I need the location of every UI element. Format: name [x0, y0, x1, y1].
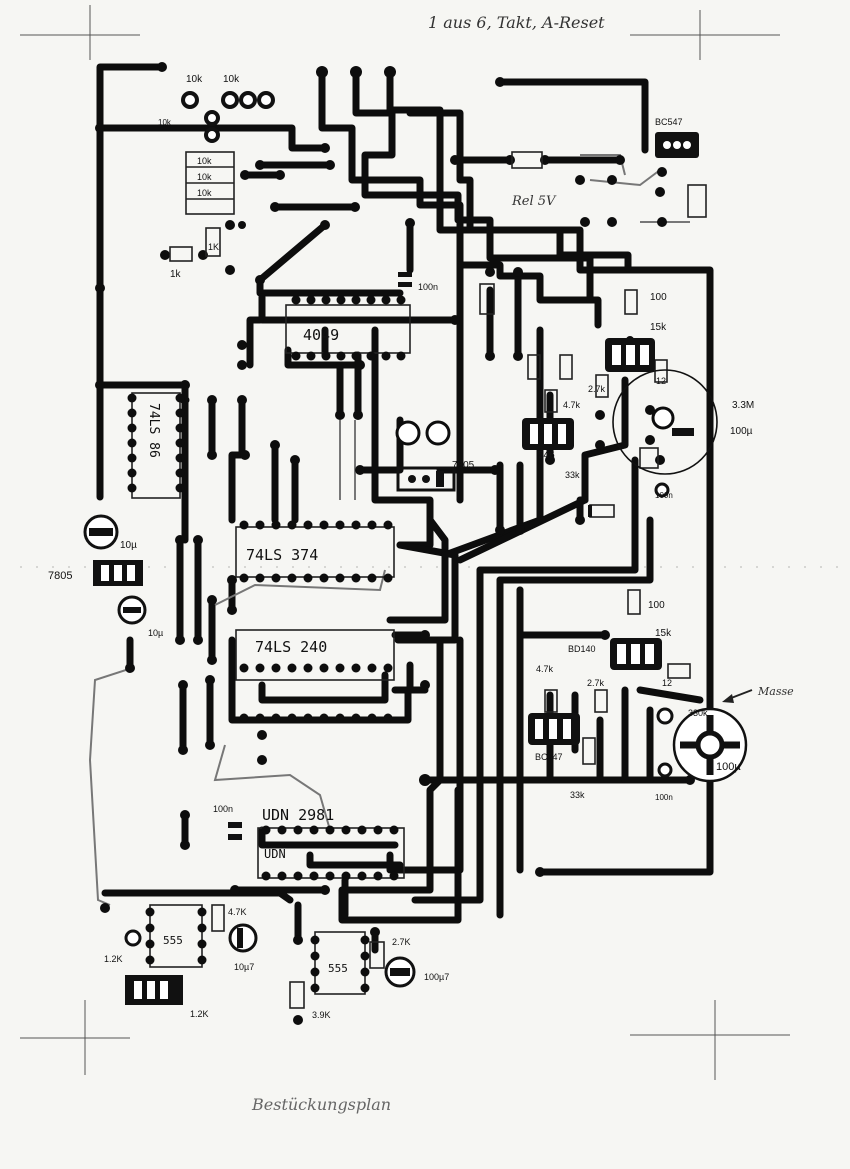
label-r-1-2k-b: 1.2K — [190, 1009, 209, 1019]
label-r-10k-b: 10k — [223, 74, 240, 85]
label-t-546: 546 — [538, 450, 555, 461]
label-elko-3-3m: 3.3M — [732, 400, 754, 411]
ic-74ls240-pins — [239, 663, 393, 723]
label-r-2-7k-a: 2.7k — [588, 384, 606, 394]
ic-4049-pins — [291, 295, 406, 361]
ic-74ls240-label: 74LS 240 — [255, 638, 327, 656]
label-r-10k-e: 10k — [197, 172, 212, 182]
label-elko-100u-a: 100µ — [730, 426, 753, 437]
label-r-2-7k-b: 2.7k — [587, 678, 605, 688]
pencil-wires — [88, 154, 690, 906]
ic-74ls374-body — [235, 526, 395, 578]
ic-74ls86-pins — [127, 393, 185, 493]
label-r-10k-a: 10k — [186, 74, 203, 85]
bc547-top-block — [655, 132, 699, 158]
label-r-10k-c: 10k — [158, 118, 172, 127]
label-r-47k-a: 4.7k — [563, 400, 581, 410]
ic-555-left-body — [149, 904, 203, 968]
ic-udn2981-pins — [261, 825, 399, 881]
label-r-47k-c: 4.7K — [228, 907, 247, 917]
label-bc547-bot: BC547 — [535, 752, 563, 762]
component-labels: 10k 10k 10k 10k 10k 10k 1k 1K 100n Rel 5… — [48, 74, 794, 1020]
label-elko-10u-b: 10µ — [148, 628, 163, 638]
label-cap-100n-b: 100n — [655, 491, 673, 500]
label-r-10k-f: 10k — [197, 188, 212, 198]
label-r-12-a: 12 — [656, 376, 666, 386]
reg-7805-mid-block — [396, 466, 456, 492]
ic-555-right-pins — [310, 935, 370, 993]
label-elko-10u-c: 10µ7 — [234, 962, 254, 972]
label-cap-100n-top: 100n — [418, 282, 438, 292]
ic-4049-label: 4049 — [303, 326, 339, 344]
label-bd140: BD140 — [568, 644, 596, 654]
label-bc547-top: BC547 — [655, 117, 683, 127]
label-r-2-7k-c: 2.7K — [392, 937, 411, 947]
footer-note: Bestückungsplan — [251, 1095, 391, 1114]
component-pads — [95, 62, 695, 1025]
ic-555-right-body — [314, 931, 366, 995]
label-r-100-b: 100 — [648, 600, 665, 611]
header-note: 1 aus 6, Takt, A-Reset — [428, 13, 605, 32]
ic-pin-pads — [127, 295, 406, 993]
label-reg-7805-left: 7805 — [48, 570, 72, 582]
label-masse: Masse — [757, 685, 794, 698]
crop-marks — [20, 5, 840, 1080]
label-r-15k-b: 15k — [655, 628, 672, 639]
label-r-12-b: 12 — [662, 678, 672, 688]
reg-7805-left-block — [93, 560, 143, 586]
label-elko-10u-a: 10µ — [120, 540, 137, 551]
bottom-left-block — [125, 975, 183, 1005]
capacitors — [83, 91, 748, 988]
resistor-bodies — [169, 151, 707, 1009]
label-r-3-9k: 3.9K — [312, 1010, 331, 1020]
label-r-33k-a: 33k — [565, 470, 580, 480]
label-r-100-a: 100 — [650, 292, 667, 303]
bc547-bottom-block — [528, 713, 580, 745]
label-rel-5v: Rel 5V — [511, 194, 557, 209]
masse-arrow-icon — [722, 689, 753, 703]
label-reg-7805-mid: 7805 — [452, 460, 475, 471]
elko-3-3m-outline — [612, 369, 718, 475]
label-r-47k-b: 4.7k — [536, 664, 554, 674]
bd140-block — [610, 638, 662, 670]
label-r-10k-d: 10k — [197, 156, 212, 166]
ic-74ls374-pins — [239, 520, 393, 583]
transistor-546-block — [522, 418, 574, 450]
ic-74ls240-body — [235, 629, 395, 681]
ic-4049-body — [285, 304, 411, 354]
ic-udn-inner-label: UDN — [264, 847, 286, 861]
label-r-1k-a: 1k — [170, 269, 182, 280]
ic-74ls374-label: 74LS 374 — [246, 546, 318, 564]
label-r-1-2k-a: 1.2K — [104, 954, 123, 964]
ic-74ls86-label: 74LS 86 — [146, 403, 161, 458]
label-r-15k-a: 15k — [650, 322, 667, 333]
label-elko-100u-b: 100µ — [716, 761, 741, 773]
ic-udn2981-label: UDN 2981 — [262, 806, 334, 824]
label-elko-100u-c: 100µ7 — [424, 972, 449, 982]
ic-555-left-pins — [145, 907, 207, 965]
label-r-330k: 330k — [688, 708, 708, 718]
label-r-1k-b: 1K — [208, 242, 219, 252]
transistor-blocks — [93, 132, 699, 1005]
ic-555-left-label: 555 — [163, 934, 183, 947]
ic-555-right-label: 555 — [328, 962, 348, 975]
label-cap-100n-d: 100n — [213, 804, 233, 814]
label-cap-100n-c: 100n — [655, 793, 673, 802]
label-r-33k-b: 33k — [570, 790, 585, 800]
transistor-15k-block — [605, 338, 655, 372]
